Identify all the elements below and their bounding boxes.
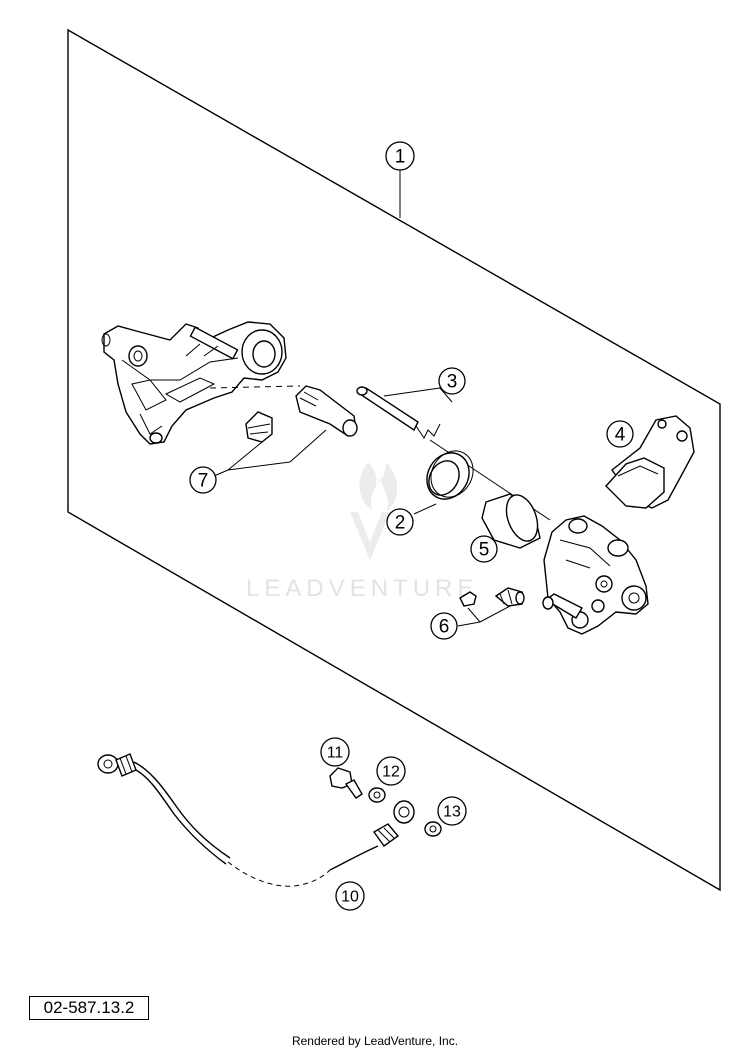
- piston: [481, 493, 541, 549]
- callout-7-label: 7: [198, 471, 209, 492]
- callout-10: 10: [335, 881, 365, 911]
- kit-outline-panel: [67, 28, 721, 892]
- guide-pin: [295, 385, 358, 437]
- leadventure-watermark: LEADVENTURE: [246, 462, 478, 602]
- callout-5-label: 5: [479, 540, 490, 561]
- callout-13: 13: [437, 796, 467, 826]
- callout-3: 3: [438, 367, 466, 395]
- watermark-text: LEADVENTURE: [246, 575, 478, 602]
- callout-12: 12: [376, 756, 406, 786]
- brake-hose: [97, 753, 415, 887]
- callout-2-label: 2: [395, 513, 406, 534]
- footer-credit: Rendered by LeadVenture, Inc.: [291, 1034, 459, 1048]
- washer-13: [424, 821, 442, 837]
- washer-12: [368, 787, 386, 803]
- boot-part: [245, 411, 273, 443]
- caliper-bracket: [101, 321, 287, 445]
- callout-6-label: 6: [439, 617, 450, 638]
- diagram-reference-number: 02-587.13.2: [29, 996, 149, 1020]
- callout-1-label: 1: [395, 147, 406, 168]
- callout-1: 1: [385, 141, 415, 171]
- bleed-screws: [459, 587, 525, 607]
- callout-2: 2: [386, 508, 414, 536]
- callout-6: 6: [430, 612, 458, 640]
- callout-12-label: 12: [382, 764, 400, 781]
- callout-7: 7: [189, 466, 217, 494]
- callout-13-label: 13: [443, 804, 461, 821]
- callout-3-label: 3: [447, 372, 458, 393]
- callout-11-label: 11: [327, 745, 344, 762]
- callout-10-label: 10: [341, 889, 359, 906]
- seal-rings: [426, 450, 474, 500]
- callout-5: 5: [470, 535, 498, 563]
- callout-4: 4: [606, 420, 634, 448]
- brake-pads: [605, 415, 695, 509]
- pad-pin: [356, 386, 441, 439]
- callout-4-label: 4: [615, 425, 626, 446]
- caliper-body: [542, 515, 649, 635]
- banjo-bolt: [329, 767, 363, 799]
- callout-11: 11: [320, 737, 350, 767]
